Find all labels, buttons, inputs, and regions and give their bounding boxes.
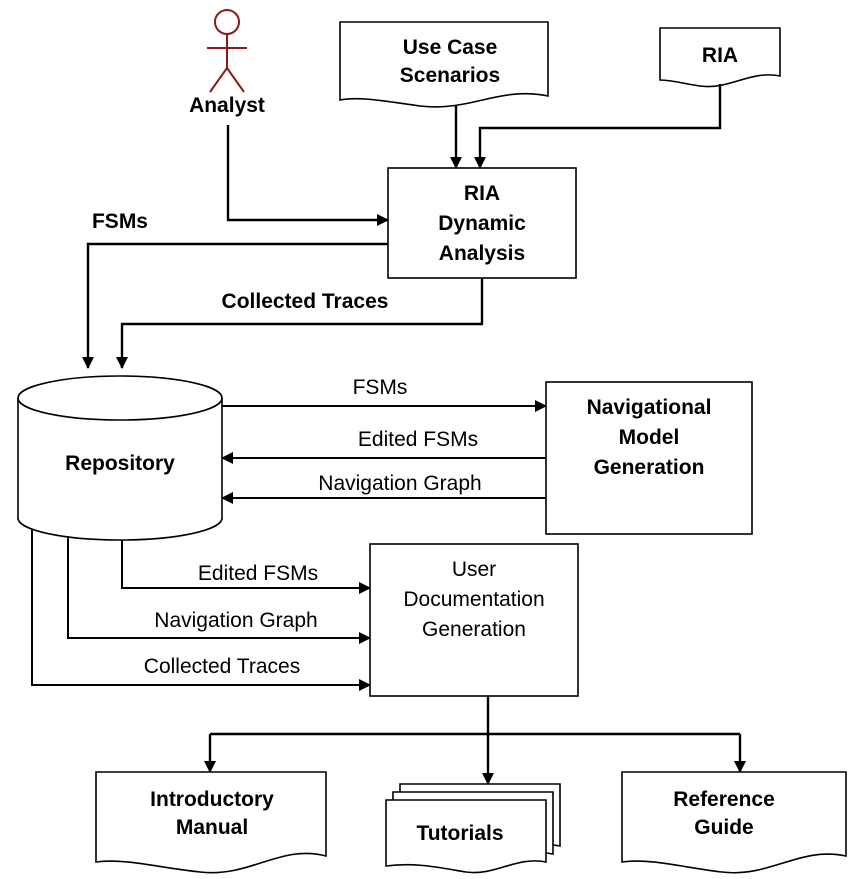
dynamic-analysis-line-1: RIA [464, 182, 500, 205]
fsms-to-repository-arrow [82, 242, 388, 369]
edited-fsms-from-nav-label: Edited FSMs [358, 428, 478, 451]
nav-graph-from-nav-label: Navigation Graph [318, 472, 481, 495]
tutorials-label: Tutorials [416, 822, 503, 845]
collected-traces-to-repository-label: Collected Traces [222, 290, 389, 313]
nav-graph-to-doc-arrow [67, 536, 371, 644]
user-documentation-generation-box: User Documentation Generation [369, 543, 579, 697]
dynamic-analysis-line-2: Dynamic [438, 212, 526, 235]
reference-guide-line-1: Reference [673, 788, 775, 811]
ria-dynamic-analysis-box: RIA Dynamic Analysis [387, 167, 577, 279]
edited-fsms-to-doc-label: Edited FSMs [198, 562, 318, 585]
repository-label: Repository [65, 452, 175, 475]
introductory-manual-line-1: Introductory [150, 788, 274, 811]
fsms-to-repository-label: FSMs [92, 210, 148, 233]
nav-graph-to-doc-label: Navigation Graph [154, 609, 317, 632]
edited-fsms-to-doc-arrow [121, 540, 371, 594]
collected-traces-to-repository-arrow [116, 278, 484, 369]
repository-cylinder: Repository [17, 375, 223, 541]
ria-document: RIA [659, 27, 781, 88]
nav-model-line-3: Generation [594, 456, 705, 479]
collected-traces-to-doc-arrow [31, 530, 371, 691]
user-doc-line-1: User [452, 558, 496, 581]
analyst-to-analysis-arrow [226, 125, 389, 226]
reference-guide-document: Reference Guide [621, 771, 847, 874]
use-case-line-1: Use Case [403, 36, 498, 59]
ria-to-analysis-arrow [474, 84, 722, 169]
fsms-to-nav-label: FSMs [353, 376, 408, 399]
introductory-manual-document: Introductory Manual [95, 771, 327, 874]
nav-model-line-1: Navigational [587, 396, 712, 419]
navigational-model-generation-box: Navigational Model Generation [545, 381, 753, 535]
ria-document-label: RIA [702, 44, 738, 67]
nav-model-line-2: Model [619, 426, 680, 449]
use-case-line-2: Scenarios [400, 64, 500, 87]
user-doc-line-2: Documentation [403, 588, 544, 611]
dynamic-analysis-line-3: Analysis [439, 242, 525, 265]
user-doc-line-3: Generation [422, 618, 526, 641]
reference-guide-line-2: Guide [694, 816, 754, 839]
introductory-manual-line-2: Manual [176, 816, 248, 839]
tutorials-document-stack: Tutorials [385, 783, 561, 874]
analyst-actor-icon [207, 9, 247, 93]
collected-traces-to-doc-label: Collected Traces [144, 655, 300, 678]
analyst-label: Analyst [189, 94, 265, 117]
use-case-scenarios-document: Use Case Scenarios [339, 21, 549, 108]
